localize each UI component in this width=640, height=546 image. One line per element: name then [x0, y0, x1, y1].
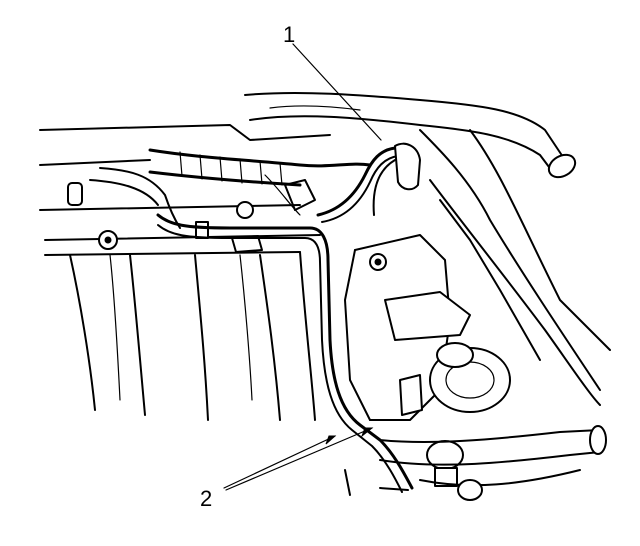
- callout-label-2: 2: [200, 486, 213, 511]
- callout-label-1: 1: [283, 22, 296, 47]
- purge-valve-assembly: [344, 234, 511, 487]
- leader-2a: [223, 435, 336, 489]
- radiator-support: [344, 129, 611, 501]
- leader-1: [292, 43, 382, 141]
- intake-manifold: [39, 124, 331, 421]
- wiring-harness: [89, 148, 372, 229]
- upper-radiator-hose: [244, 91, 577, 179]
- vent-connector: [372, 142, 421, 216]
- leader-2b: [225, 427, 373, 491]
- evap-vacuum-line: [156, 146, 414, 493]
- sensor-bracket: [195, 179, 316, 253]
- callout-leaders: [223, 43, 382, 491]
